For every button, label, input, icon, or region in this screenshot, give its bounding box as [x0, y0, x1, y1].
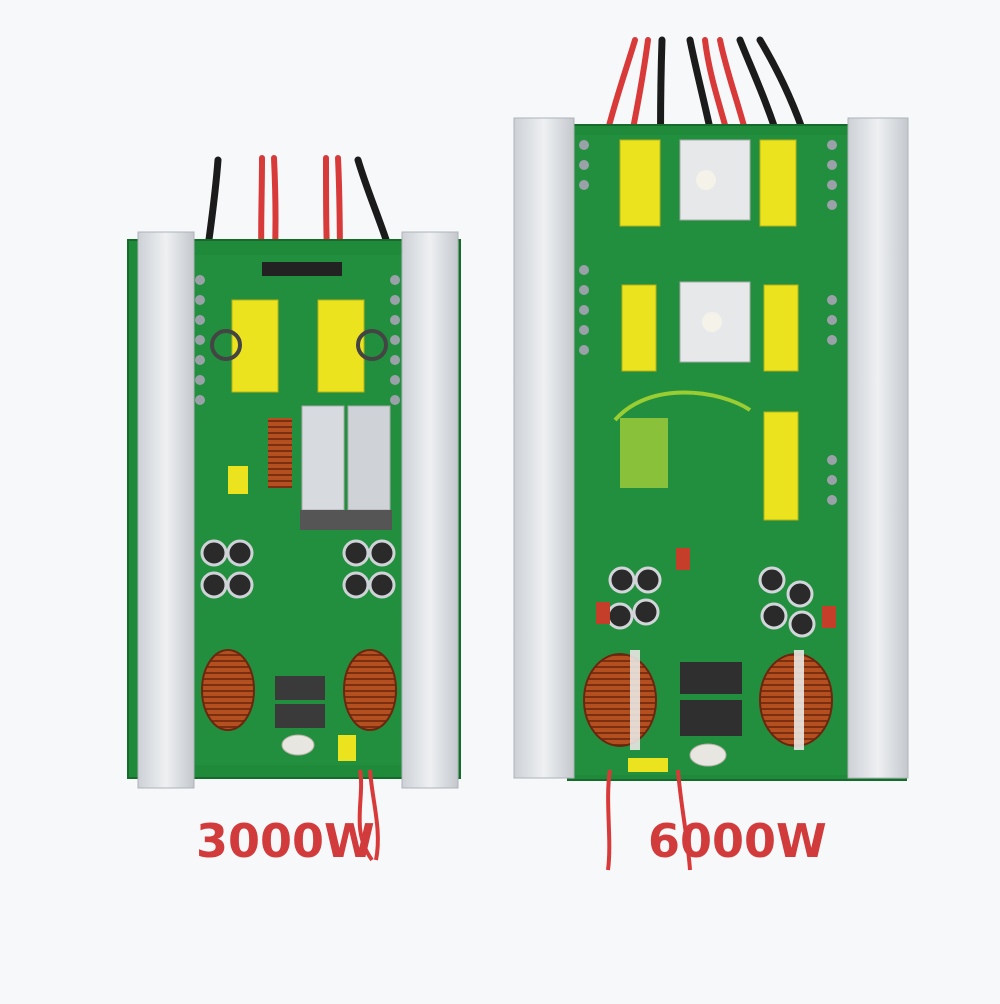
toroid-coils-6000w [583, 650, 833, 750]
transformer-6000w-a [619, 139, 661, 227]
board-3000w [127, 155, 461, 862]
heatsink-right-3000w [401, 231, 459, 789]
toroid-coils-3000w [201, 649, 397, 731]
label-6000w: 6000W [648, 814, 827, 868]
heatsink-left-3000w [137, 231, 195, 789]
capacitors-6000w [606, 566, 816, 638]
heatsink-right-6000w [847, 117, 909, 779]
heatsink-left-6000w [513, 117, 575, 779]
capacitors-3000w [200, 539, 396, 599]
board-6000w [513, 36, 909, 871]
label-3000w: 3000W [196, 814, 375, 868]
